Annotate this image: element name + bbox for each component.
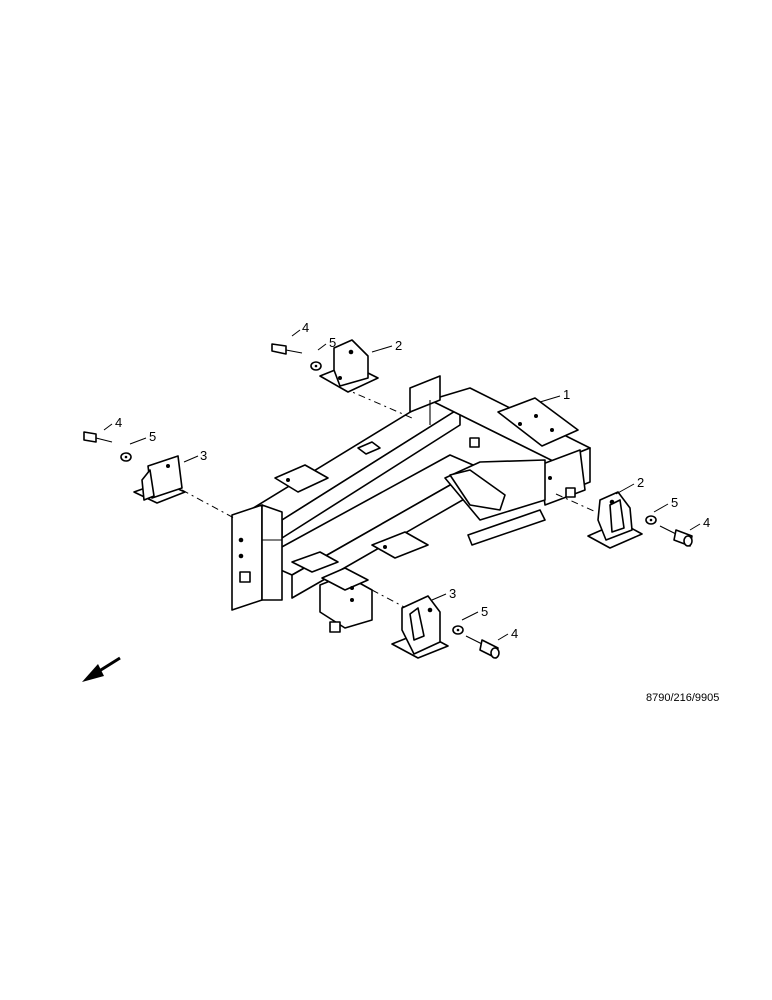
- assembly-centerlines: [181, 387, 597, 609]
- front-direction-arrow-icon: [82, 656, 121, 682]
- callout-numbers: 4 5 2 1 4 5 3 2 5 4 3 5 4: [115, 320, 710, 641]
- callout-bolt-left: 4: [115, 415, 122, 430]
- callout-bracket-rear-top: 2: [395, 338, 402, 353]
- callout-bracket-left: 3: [200, 448, 207, 463]
- bracket-front: [391, 595, 449, 659]
- bolt-rear-top: [271, 343, 303, 355]
- bracket-left: [133, 455, 186, 504]
- bolt-right: [659, 525, 693, 547]
- washer-left: [120, 452, 132, 462]
- drawing-reference-code: 8790/216/9905: [646, 692, 719, 704]
- callout-bolt-rear-top: 4: [302, 320, 309, 335]
- callout-bracket-front: 3: [449, 586, 456, 601]
- callout-bolt-right: 4: [703, 515, 710, 530]
- washer-rear-top: [310, 361, 322, 371]
- callout-bolt-front: 4: [511, 626, 518, 641]
- bracket-right: [587, 491, 643, 549]
- callout-washer-left: 5: [149, 429, 156, 444]
- bolt-left: [83, 431, 113, 443]
- callout-frame: 1: [563, 387, 570, 402]
- callout-leaders: [103, 329, 701, 641]
- bolt-front: [465, 635, 500, 659]
- callout-bracket-right: 2: [637, 475, 644, 490]
- callout-washer-right: 5: [671, 495, 678, 510]
- bracket-rear-top: [319, 339, 379, 393]
- washer-right: [645, 515, 657, 525]
- callout-washer-front: 5: [481, 604, 488, 619]
- washer-front: [452, 625, 464, 635]
- main-frame: [231, 375, 591, 633]
- callout-washer-rear-top: 5: [329, 335, 336, 350]
